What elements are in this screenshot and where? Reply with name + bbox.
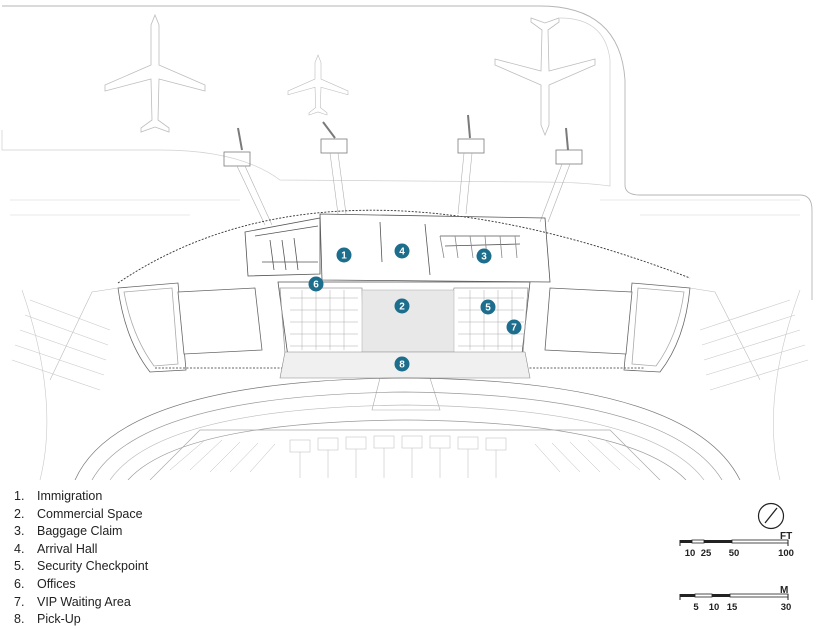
aircraft-group bbox=[104, 13, 596, 137]
scale-tick-label: 100 bbox=[778, 548, 794, 559]
gate-pod bbox=[457, 138, 485, 154]
apron-boundary bbox=[2, 5, 813, 300]
svg-text:2: 2 bbox=[399, 302, 405, 313]
legend-label: Immigration bbox=[37, 489, 103, 503]
legend-label: Commercial Space bbox=[37, 506, 143, 521]
svg-text:1: 1 bbox=[341, 251, 347, 262]
legend-label: Offices bbox=[37, 576, 76, 591]
svg-text:5: 5 bbox=[485, 303, 491, 314]
scale-bar-feet-graphic bbox=[679, 539, 789, 546]
marker-vip-waiting-area: 7 bbox=[506, 319, 522, 335]
legend-item: 5.Security Checkpoint bbox=[14, 559, 149, 574]
svg-text:6: 6 bbox=[313, 280, 319, 291]
aircraft-icon bbox=[104, 13, 206, 133]
legend-label: VIP Waiting Area bbox=[37, 594, 131, 609]
marker-security-checkpoint: 5 bbox=[480, 299, 496, 315]
scale-bar-meters-graphic bbox=[679, 593, 789, 600]
side-parking-lines bbox=[11, 289, 809, 480]
legend-label: Arrival Hall bbox=[37, 541, 98, 556]
commercial-floor-pattern bbox=[361, 289, 455, 353]
legend-label: Pick-Up bbox=[37, 612, 81, 627]
scale-tick-label: 15 bbox=[726, 602, 738, 613]
legend-label: Baggage Claim bbox=[37, 524, 123, 539]
terminal-roof-outline bbox=[117, 209, 691, 284]
legend-item: 2.Commercial Space bbox=[14, 506, 143, 521]
scale-tick-label: 25 bbox=[700, 548, 712, 559]
scale-unit-meters: M bbox=[780, 585, 789, 596]
aircraft-icon bbox=[287, 54, 349, 116]
marker-arrival-hall: 4 bbox=[394, 243, 410, 259]
legend-item: 4.Arrival Hall bbox=[14, 541, 98, 556]
boarding-bridges bbox=[223, 114, 583, 226]
svg-text:4: 4 bbox=[399, 247, 405, 258]
apron-inner-line bbox=[1, 17, 611, 187]
side-wings bbox=[49, 282, 761, 381]
legend-item: 6.Offices bbox=[14, 576, 76, 591]
legend: 1.Immigration 2.Commercial Space 3.Bagga… bbox=[14, 488, 148, 629]
scale-unit-feet: FT bbox=[780, 531, 793, 542]
scale-tick-label: 50 bbox=[728, 548, 740, 559]
taxi-lane bbox=[10, 199, 800, 216]
scale-bar-meters: M 5 10 15 30 bbox=[678, 585, 798, 613]
scale-bar-feet: FT 10 25 50 100 bbox=[678, 531, 798, 559]
gate-pod bbox=[223, 151, 251, 167]
marker-baggage-claim: 3 bbox=[476, 248, 492, 264]
aircraft-icon bbox=[494, 17, 596, 137]
plan-markers: 1 2 3 4 5 6 7 8 bbox=[308, 243, 522, 372]
scale-tick-label: 5 bbox=[693, 602, 699, 613]
marker-immigration: 1 bbox=[336, 247, 352, 263]
svg-text:3: 3 bbox=[481, 252, 487, 263]
gate-pod bbox=[555, 149, 583, 165]
legend-item: 7.VIP Waiting Area bbox=[14, 594, 131, 609]
svg-text:8: 8 bbox=[399, 360, 405, 371]
floor-plan: 1 2 3 4 5 6 7 8 bbox=[1, 5, 813, 480]
legend-item: 8.Pick-Up bbox=[14, 612, 81, 627]
legend-label: Security Checkpoint bbox=[37, 559, 149, 574]
svg-text:7: 7 bbox=[511, 323, 517, 334]
parking-structure bbox=[74, 377, 741, 480]
north-arrow-icon bbox=[757, 502, 785, 530]
legend-item: 1.Immigration bbox=[14, 489, 103, 503]
marker-offices: 6 bbox=[308, 276, 324, 292]
legend-item: 3.Baggage Claim bbox=[14, 524, 123, 539]
scale-tick-label: 10 bbox=[708, 602, 720, 613]
gate-pod bbox=[320, 138, 348, 154]
parking-bays bbox=[169, 435, 641, 478]
scale-tick-label: 10 bbox=[684, 548, 696, 559]
marker-pick-up: 8 bbox=[394, 356, 410, 372]
scale-tick-label: 30 bbox=[780, 602, 792, 613]
marker-commercial-space: 2 bbox=[394, 298, 410, 314]
